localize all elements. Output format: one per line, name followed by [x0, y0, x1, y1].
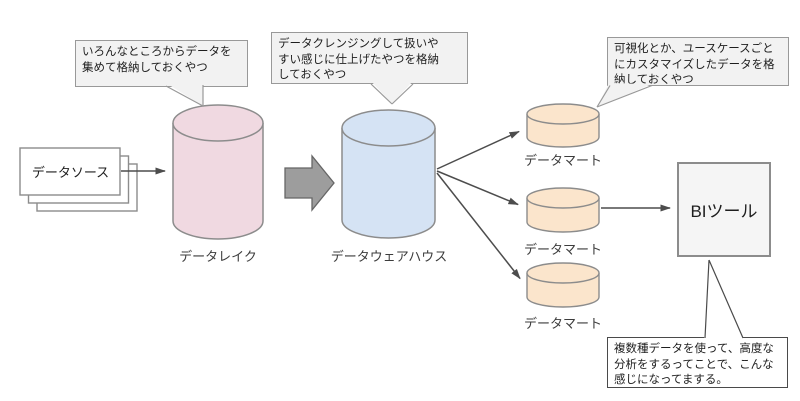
note-line: すい感じに仕上げたやつを格納 [278, 53, 439, 66]
note-line: 感じになってまする。 [614, 374, 728, 387]
note-line: 分析をするってことで、こんな [614, 358, 774, 371]
note-line: しておくやつ [278, 69, 347, 82]
note-data-lake: いろんなところからデータを 集めて格納しておくやつ [75, 40, 248, 87]
arrow-warehouse-to-mart2 [436, 170, 519, 206]
data-mart-2-label: データマート [523, 242, 602, 257]
note-line: にカスタマイズしたデータを格 [614, 58, 775, 71]
note-line: データクレンジングして扱いや [278, 38, 439, 50]
data-mart-1-cylinder [526, 103, 600, 148]
data-source-stack [19, 147, 138, 212]
note-line: 複数種データを使って、高度な [614, 343, 774, 355]
bi-tool-node: BIツール [677, 162, 771, 257]
note-line: 納しておくやつ [614, 74, 694, 87]
arrow-warehouse-to-mart3 [436, 172, 521, 280]
note-line: 集めて格納しておくやつ [82, 61, 208, 74]
data-source-sheet-front [19, 147, 121, 196]
data-warehouse-label: データウェアハウス [330, 249, 448, 264]
data-source-node: データソース [31, 165, 110, 180]
data-mart-2-cylinder [526, 187, 600, 233]
data-mart-3-label: データマート [523, 316, 602, 331]
data-mart-3-cylinder [526, 262, 600, 308]
data-lake-cylinder [172, 104, 264, 240]
note-line: いろんなところからデータを [82, 46, 232, 58]
arrow-warehouse-to-mart1 [436, 130, 520, 170]
bi-tool-label: BIツール [690, 202, 758, 221]
note-data-mart: 可視化とか、ユースケースごと にカスタマイズしたデータを格 納しておくやつ [607, 37, 789, 86]
note-bi-tool: 複数種データを使って、高度な 分析をするってことで、こんな 感じになってまする。 [607, 337, 788, 388]
data-mart-1-label: データマート [523, 153, 602, 168]
data-lake-label: データレイク [179, 249, 257, 264]
data-warehouse-cylinder [341, 109, 436, 239]
block-arrow-lake-to-warehouse [284, 154, 335, 212]
note-line: 可視化とか、ユースケースごと [614, 43, 774, 55]
note-data-warehouse: データクレンジングして扱いや すい感じに仕上げたやつを格納 しておくやつ [271, 32, 468, 84]
